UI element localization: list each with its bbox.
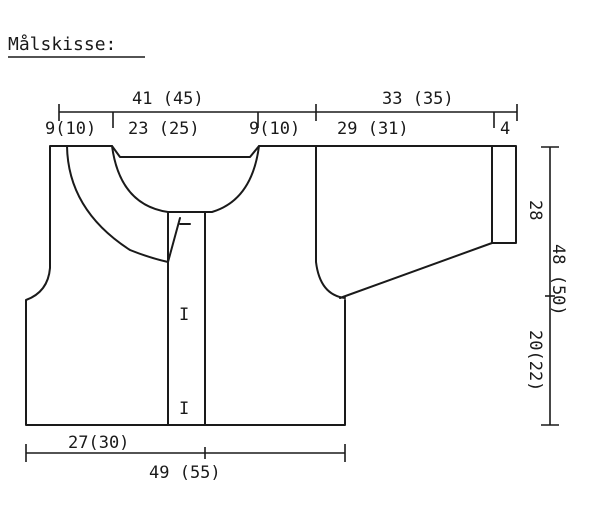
garment-outline [25,145,517,426]
sketch-title: Målskisse: [8,34,116,55]
dim-total-height: 48 (50) [548,244,568,316]
dim-sleeve-height: 28 [525,200,545,220]
dim-bottom-total-width: 49 (55) [149,463,221,483]
button-mark-2: I [179,399,189,419]
dim-front-half-width: 27(30) [68,433,129,453]
right-dimension-lines [541,146,559,426]
dim-sleeve-top-total: 33 (35) [382,89,454,109]
bottom-dimension-lines [25,444,346,462]
top-dimension-lines [58,104,518,128]
button-mark-1: I [179,305,189,325]
dim-shoulder-right: 9(10) [249,119,300,139]
dim-shoulder-left: 9(10) [45,119,96,139]
dim-cuff-width: 4 [500,119,510,139]
dim-body-top-total: 41 (45) [132,89,204,109]
dim-sleeve-length: 29 (31) [337,119,409,139]
dim-neck-width: 23 (25) [128,119,200,139]
dim-lower-height: 20(22) [525,330,545,391]
